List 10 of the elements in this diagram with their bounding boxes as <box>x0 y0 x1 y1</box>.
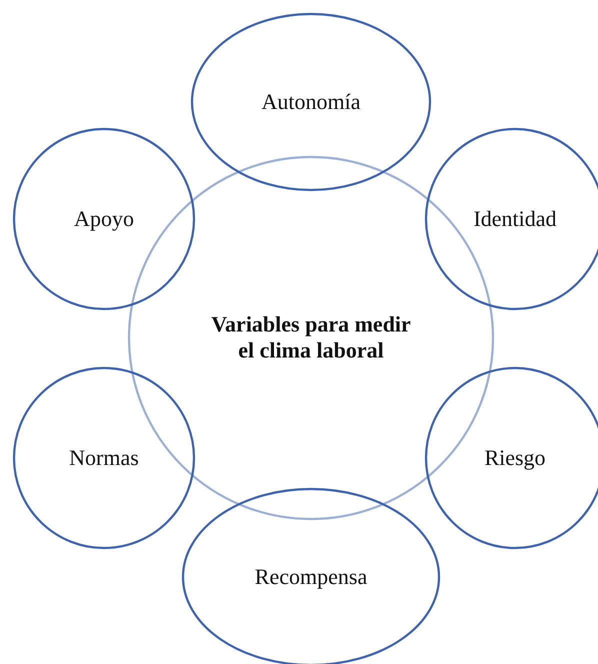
variable-label: Recompensa <box>254 564 368 590</box>
central-title: Variables para medir el clima laboral <box>210 312 412 364</box>
variable-label: Autonomía <box>262 89 360 115</box>
variable-label: Riesgo <box>484 445 546 471</box>
variable-circle <box>13 128 195 310</box>
variable-label: Normas <box>69 445 139 471</box>
variable-label: Identidad <box>473 206 557 232</box>
variable-circle <box>13 367 195 549</box>
variable-ellipse <box>191 13 431 191</box>
variable-label: Apoyo <box>74 206 134 232</box>
